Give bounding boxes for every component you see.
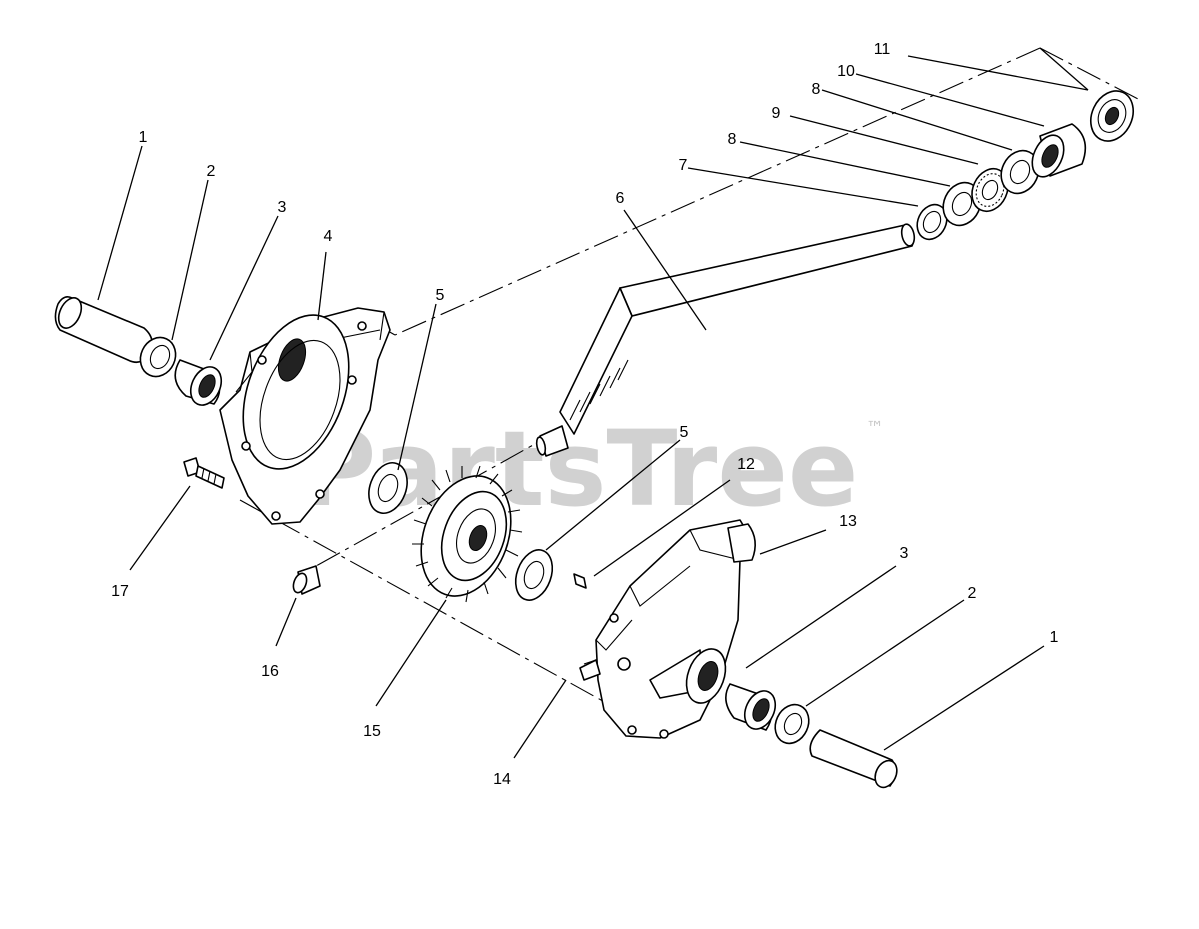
part-2-left-washer [139, 336, 177, 378]
callout-15: 15 [363, 723, 381, 740]
part-17-bolt [183, 457, 225, 489]
callout-11: 11 [874, 41, 891, 58]
part-12-key [573, 573, 587, 589]
centerline-lower [239, 499, 611, 706]
part-3-left-bushing [174, 359, 223, 406]
callout-14: 14 [493, 771, 511, 788]
centerline-middle [299, 429, 561, 576]
part-10-flanged-bushing [1031, 123, 1087, 178]
part-16-spacer [292, 565, 321, 595]
callout-6: 6 [616, 190, 625, 207]
callout-3-left: 3 [278, 199, 287, 216]
callout-labels: 1 2 3 4 5 6 7 8 8 9 10 11 5 12 13 3 2 1 … [111, 41, 1058, 788]
centerline-top-right [1039, 47, 1141, 101]
part-5-left-thrust-washer [368, 462, 408, 514]
callout-3-right: 3 [900, 545, 909, 562]
part-13-right-housing [595, 519, 756, 739]
callout-17: 17 [111, 583, 129, 600]
callout-4: 4 [324, 228, 333, 245]
callout-8-lower: 8 [728, 131, 737, 148]
part-1-left-pin [54, 296, 153, 364]
part-11-bearing [1090, 90, 1134, 142]
part-3-right-bushing [725, 683, 777, 731]
callout-2-left: 2 [207, 163, 216, 180]
part-8-washer-upper [1000, 149, 1040, 195]
callout-1-left: 1 [139, 129, 148, 146]
part-15-worm-gear [412, 465, 523, 603]
part-14-grease-fitting [579, 659, 601, 681]
part-9-thrust-bearing [971, 168, 1009, 212]
callout-10: 10 [837, 63, 855, 80]
callout-8-upper: 8 [812, 81, 821, 98]
watermark-trademark: ™ [866, 418, 884, 439]
part-4-left-housing [219, 307, 391, 525]
callout-2-right: 2 [968, 585, 977, 602]
callout-12: 12 [737, 456, 755, 473]
callout-5-right: 5 [680, 424, 689, 441]
callout-13: 13 [839, 513, 857, 530]
part-6-auger-shaft [535, 223, 916, 457]
leader-lines [97, 47, 1089, 759]
callout-9: 9 [772, 105, 781, 122]
callout-16: 16 [261, 663, 279, 680]
part-7-retaining-ring [916, 203, 948, 241]
part-5-right-thrust-washer [514, 549, 554, 601]
part-1-right-pin [809, 729, 898, 789]
callout-1-right: 1 [1050, 629, 1059, 646]
part-2-right-washer [774, 703, 810, 745]
callout-5-left: 5 [436, 287, 445, 304]
callout-7: 7 [679, 157, 688, 174]
